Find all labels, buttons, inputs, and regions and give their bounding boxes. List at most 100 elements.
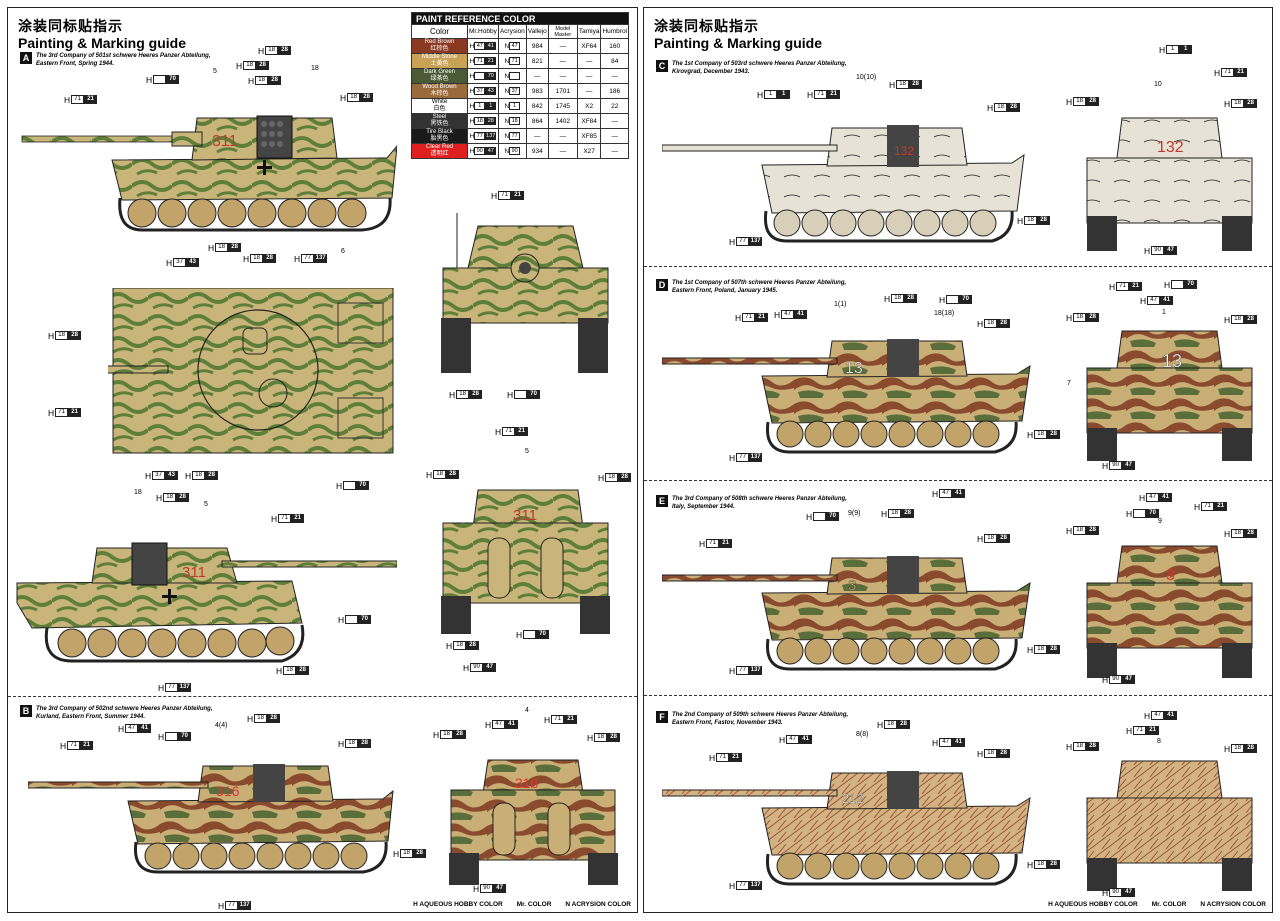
callout-8-8: 8(8) — [856, 731, 869, 738]
caption-b-line2: Kurland, Eastern Front, Summer 1944. — [36, 714, 146, 720]
tank-a-left-side-view: 311 — [16, 542, 397, 663]
model-master-code: — — [547, 68, 578, 84]
legend-mr: Mr. COLOR — [1151, 901, 1187, 908]
caption-a-line2: Eastern Front, Spring 1944. — [36, 61, 115, 67]
callout-9-9: 9(9) — [848, 510, 861, 517]
col-header: Tamiya — [576, 24, 602, 39]
humbrol-code: 22 — [600, 98, 629, 114]
legend-footer: H AQUEOUS HOBBY COLOR Mr. COLOR N ACRYSI… — [1048, 901, 1266, 908]
model-master-code: 1745 — [547, 98, 578, 114]
callout-9: 9 — [1158, 518, 1162, 525]
turret-number-d-rear: 13 — [1162, 351, 1182, 371]
callout-4: 4 — [525, 707, 529, 714]
col-header: Color — [411, 24, 468, 39]
tamiya-code: XF84 — [576, 113, 602, 129]
tamiya-code: — — [576, 68, 602, 84]
legend-acrysion: N ACRYSION COLOR — [1200, 901, 1266, 908]
humbrol-code: — — [600, 113, 629, 129]
caption-e: The 3rd Company of 508th schwere Heeres … — [672, 496, 847, 510]
humbrol-code: 84 — [600, 53, 629, 69]
tamiya-code: — — [576, 83, 602, 99]
turret-number-d: 13 — [845, 360, 863, 377]
tank-a-rear-view: 311 — [441, 489, 610, 634]
callout-1: 1 — [1162, 309, 1166, 316]
model-master-code: 1701 — [547, 83, 578, 99]
callout-18: 18 — [134, 489, 142, 496]
legend-mr: Mr. COLOR — [516, 901, 552, 908]
turret-number-e: 3 — [848, 577, 856, 594]
tamiya-code: XF85 — [576, 128, 602, 144]
caption-a: The 3rd Company of 501st schwere Heeres … — [36, 52, 276, 68]
vallejo-code: — — [525, 128, 549, 144]
legend-hobby: H AQUEOUS HOBBY COLOR — [1048, 901, 1138, 908]
section-badge-b: B — [20, 705, 32, 717]
turret-number-b: 316 — [216, 783, 240, 799]
vallejo-code: 983 — [525, 83, 549, 99]
turret-number-c: 132 — [894, 144, 914, 158]
legend-footer: H AQUEOUS HOBBY COLOR Mr. COLOR N ACRYSI… — [413, 901, 631, 908]
callout-7: 7 — [1067, 380, 1071, 387]
section-divider — [644, 695, 1272, 696]
callout-18-18: 18(18) — [934, 310, 955, 317]
tank-d-side-view: 13 — [662, 339, 1031, 454]
col-header: Humbrol — [600, 24, 629, 39]
tank-e-side-view: 3 — [662, 556, 1031, 671]
section-divider — [8, 696, 637, 697]
tank-c-rear-view: 132 — [1086, 117, 1253, 251]
tank-f-rear-view — [1086, 760, 1253, 891]
section-divider — [644, 266, 1272, 267]
callout-8: 8 — [1157, 738, 1161, 745]
